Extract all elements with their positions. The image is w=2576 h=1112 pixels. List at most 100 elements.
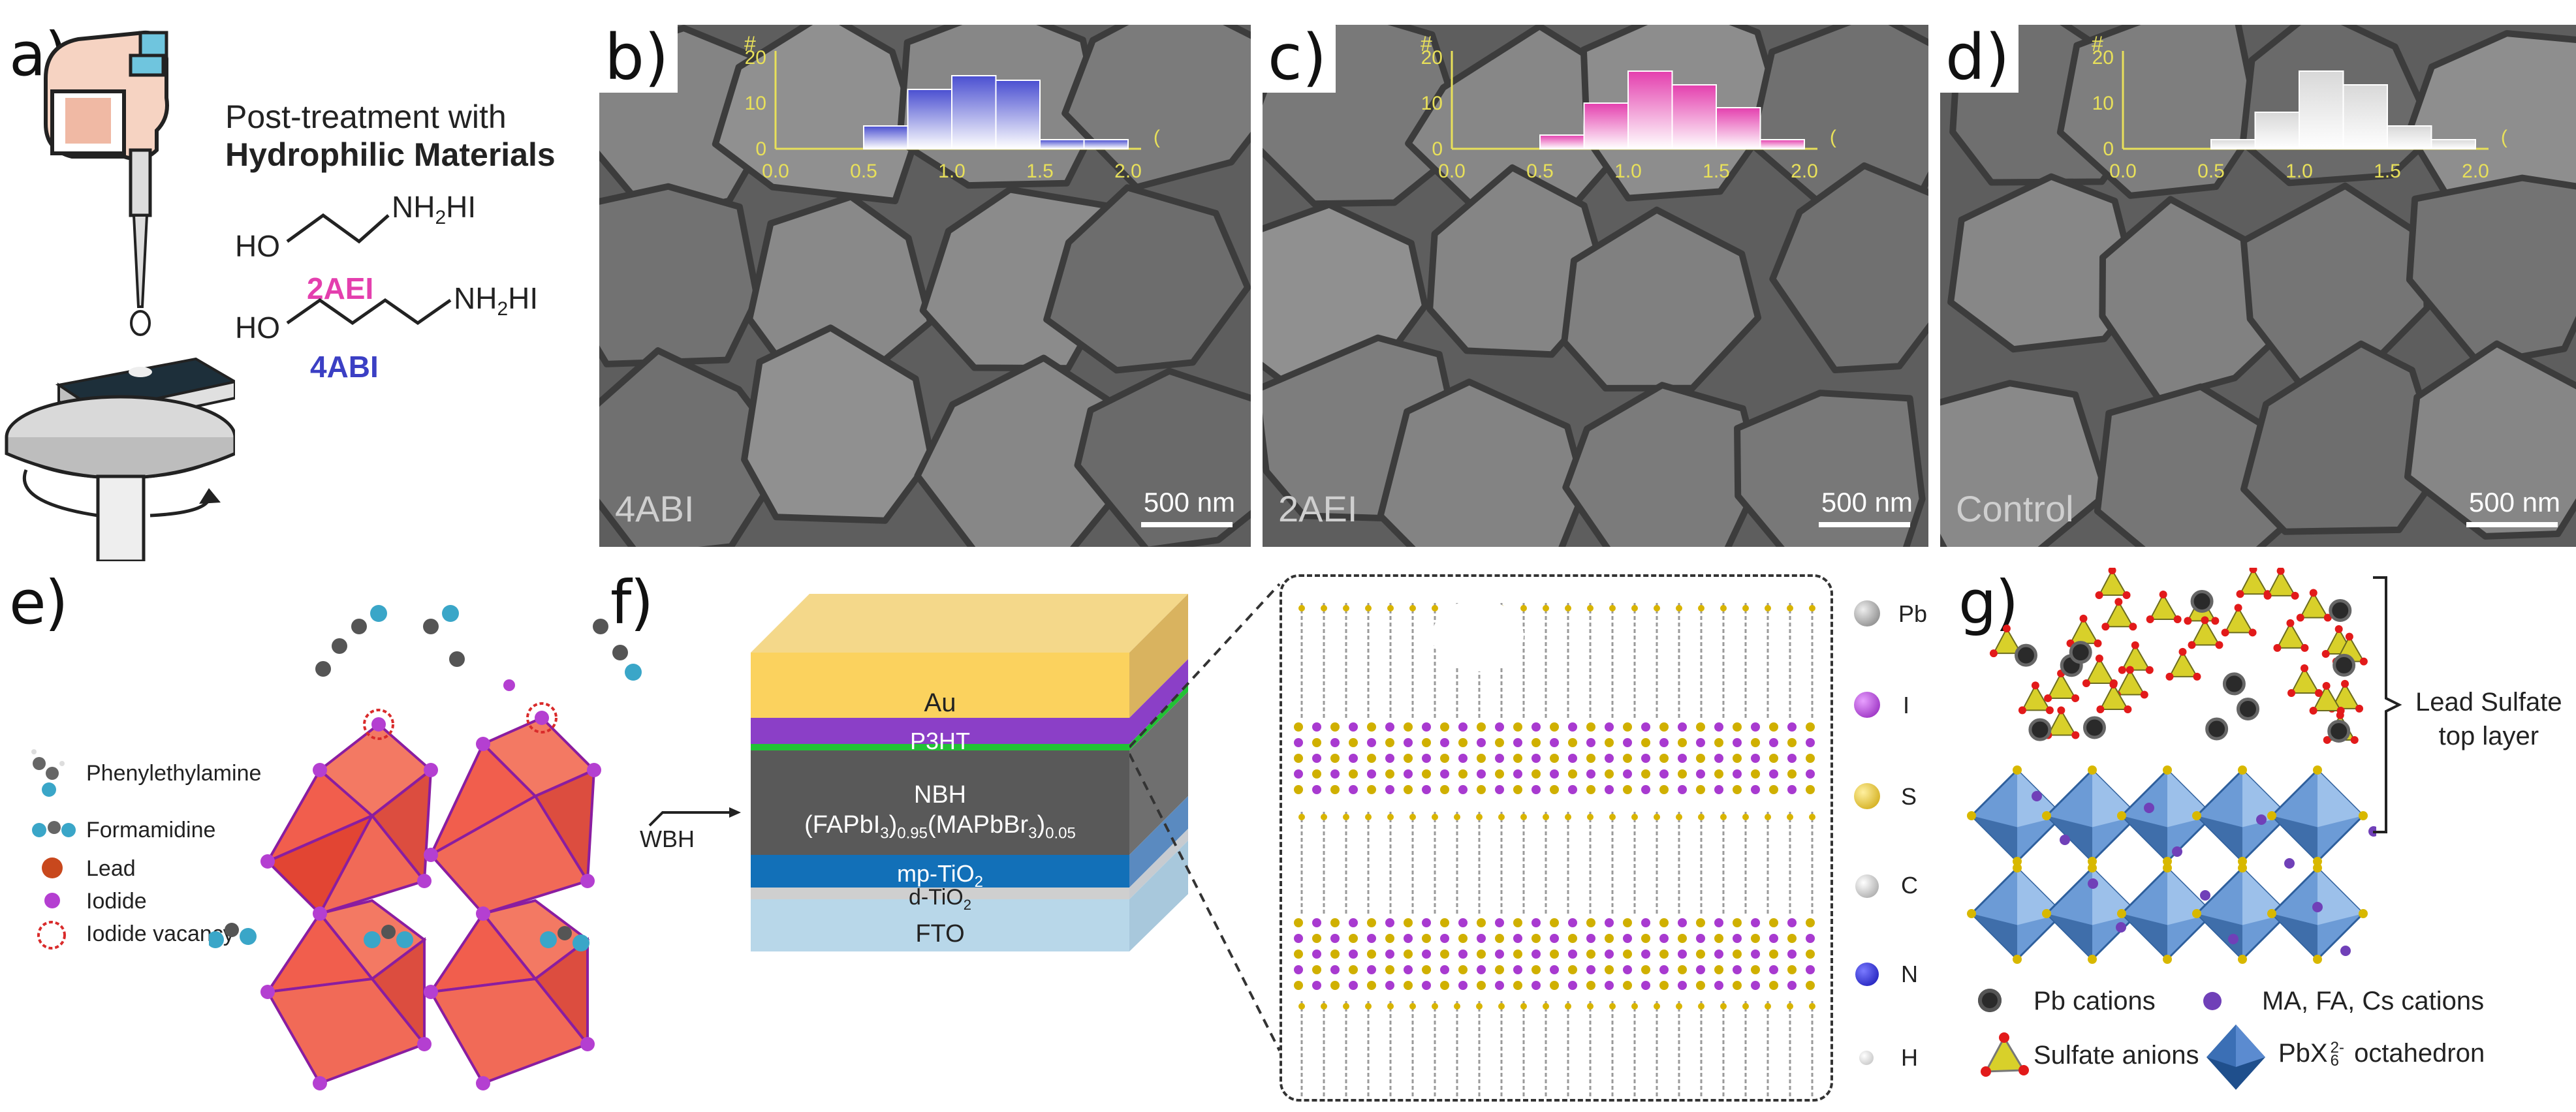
histogram-y-label: # — [2092, 32, 2103, 55]
histogram-x-tick: 1.0 — [1614, 161, 1642, 181]
legend-c: C — [1901, 872, 1918, 899]
legend-s: S — [1901, 783, 1917, 810]
histogram-x-tick: 1.5 — [1703, 161, 1730, 181]
sample-label-2aei: 2AEI — [1278, 488, 1358, 529]
histogram-bar — [1083, 139, 1129, 149]
panel-c-label: c) — [1263, 25, 1336, 93]
molecular-structure-zoom — [1280, 574, 1833, 1102]
perovskite-octahedra-structure — [209, 605, 642, 1090]
histogram-bar — [2210, 139, 2256, 149]
legend-iodide: Iodide — [86, 889, 147, 914]
wbh-label: WBH — [640, 826, 695, 852]
formamidine-icon — [32, 821, 76, 837]
n-icon — [1855, 963, 1879, 986]
histogram-y-tick: 0 — [2103, 138, 2114, 160]
crystal-lattice — [1294, 600, 1815, 1099]
histogram-y-label: # — [744, 32, 756, 55]
s-icon — [1854, 783, 1880, 809]
legend-pb-cations: Pb cations — [2034, 987, 2156, 1015]
histogram-x-tick: 0.5 — [850, 161, 877, 181]
histogram-x-label: (μm) — [1830, 127, 1837, 148]
grain-texture — [599, 25, 1251, 547]
lead-icon — [42, 857, 63, 878]
layer-p3ht: P3HT — [909, 728, 971, 754]
legend-i: I — [1903, 692, 1910, 718]
histogram-x-label: (μm) — [1154, 127, 1161, 148]
panel-g-legend: Pb cations MA, FA, Cs cations Sulfate an… — [1978, 979, 2566, 1103]
histogram-bar — [995, 80, 1041, 149]
histogram-bar — [2430, 139, 2476, 149]
histogram-bar — [1716, 107, 1761, 149]
c-icon — [1855, 874, 1879, 898]
sample-label-control: Control — [1956, 488, 2074, 529]
h-icon — [1859, 1051, 1874, 1065]
histogram-x-tick: 1.0 — [938, 161, 966, 181]
histogram-x-tick: 0.5 — [1526, 161, 1554, 181]
legend-formamidine: Formamidine — [86, 818, 216, 842]
legend-lead: Lead — [86, 856, 136, 881]
element-legend: Pb I S C N H — [1854, 600, 1945, 1071]
scale-bar — [1141, 522, 1233, 527]
histogram-x-tick: 2.0 — [1114, 161, 1142, 181]
panel-e-legend: Phenylethylamine Formamidine Lead Iodide… — [26, 744, 274, 992]
histogram-bar — [2387, 125, 2432, 149]
panel-b-label: b) — [599, 25, 678, 93]
histogram-y-tick: 0 — [755, 138, 766, 160]
pb-cation-icon — [1978, 989, 2002, 1012]
histogram-bar — [2254, 112, 2300, 149]
histogram-x-tick: 0.0 — [2109, 161, 2137, 181]
histogram-y-tick: 10 — [745, 93, 766, 114]
histogram-bar — [1671, 84, 1717, 149]
legend-h: H — [1901, 1044, 1918, 1071]
zoom-lines — [1129, 583, 1281, 1051]
label-4abi: 4ABI — [310, 350, 379, 384]
legend-phenylethylamine: Phenylethylamine — [86, 761, 262, 786]
histogram-y-tick: 10 — [2092, 93, 2114, 114]
legend-pb: Pb — [1898, 600, 1928, 627]
histogram-bar — [1583, 102, 1629, 149]
panel-d-label: d) — [1940, 25, 2019, 93]
histogram-bar — [1539, 134, 1585, 149]
scale-bar — [1819, 522, 1910, 527]
iodide-vacancy-icon — [37, 921, 66, 950]
histogram-x-tick: 1.5 — [2374, 161, 2401, 181]
sample-label-4abi: 4ABI — [615, 488, 695, 529]
pb-icon — [1854, 600, 1880, 626]
histogram-y-tick: 20 — [2092, 47, 2114, 69]
layer-au: Au — [924, 688, 956, 717]
scale-label: 500 nm — [2468, 487, 2560, 517]
lead-sulfate-structure — [1967, 568, 2376, 964]
panel-f-label: f) — [610, 568, 653, 638]
octahedron-icon — [2207, 1025, 2265, 1090]
histogram-x-tick: 0.5 — [2197, 161, 2225, 181]
legend-n: N — [1901, 961, 1918, 987]
i-icon — [1854, 692, 1880, 718]
grain-texture — [1263, 25, 1928, 547]
histogram-bar — [1759, 139, 1805, 149]
device-stack-illustration — [751, 594, 1188, 951]
wbh-arrow — [648, 807, 741, 827]
histogram-y-tick: 10 — [1421, 93, 1443, 114]
histogram-x-tick: 0.0 — [1438, 161, 1466, 181]
top-layer-bracket — [2373, 576, 2402, 833]
histogram-bar — [951, 75, 997, 149]
scale-label: 500 nm — [1143, 487, 1235, 517]
scale-bar — [2466, 522, 2558, 527]
histogram-bar — [1039, 139, 1085, 149]
layer-nbh: NBH (FAPbI3)0.95(MAPbBr3)0.05 — [804, 781, 1076, 842]
histogram-y-tick: 20 — [1421, 47, 1443, 69]
histogram-x-tick: 2.0 — [2462, 161, 2489, 181]
histogram-x-tick: 1.5 — [1026, 161, 1054, 181]
histogram-bar — [907, 89, 952, 149]
sulfate-anion-icon — [1981, 1032, 2029, 1077]
lead-sulfate-label: Lead Sulfate top layer — [2415, 688, 2562, 750]
histogram-bar — [2299, 70, 2344, 149]
post-treatment-title: Post-treatment with Hydrophilic Material… — [225, 99, 556, 173]
phenylethylamine-icon — [31, 749, 65, 797]
panel-e-label: e) — [9, 568, 68, 638]
